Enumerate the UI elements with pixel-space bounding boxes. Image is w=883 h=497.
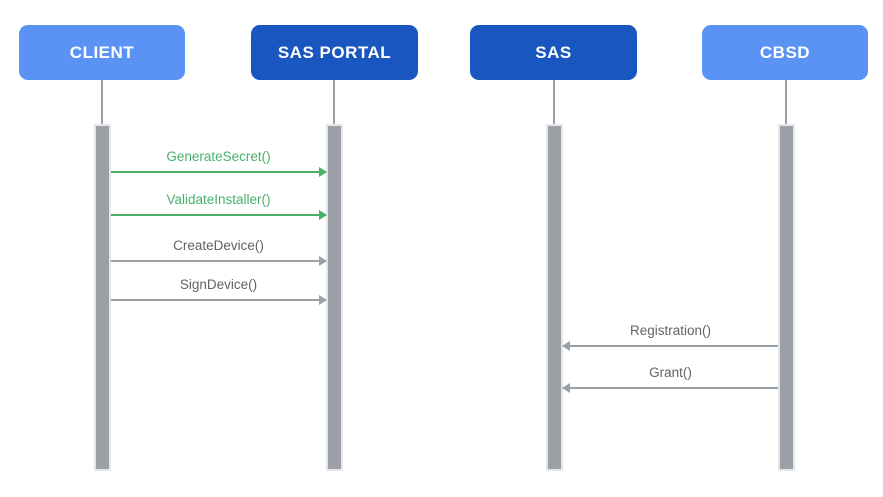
- lifeline-sas: [553, 80, 555, 124]
- message-line-validate-installer: [111, 214, 326, 216]
- lifeline-sas-portal: [333, 80, 335, 124]
- message-line-registration: [563, 345, 778, 347]
- participant-client[interactable]: CLIENT: [19, 25, 185, 80]
- participant-label-client: CLIENT: [69, 42, 135, 62]
- message-line-generate-secret: [111, 171, 326, 173]
- participant-label-sas-portal: SAS PORTAL: [277, 42, 392, 62]
- message-label-create-device: CreateDevice(): [173, 238, 264, 253]
- message-label-generate-secret: GenerateSecret(): [166, 149, 271, 164]
- activation-bar-sas-portal: [326, 124, 343, 471]
- participant-sas[interactable]: SAS: [470, 25, 637, 80]
- message-line-create-device: [111, 260, 326, 262]
- message-line-grant: [563, 387, 778, 389]
- participant-sas-portal[interactable]: SAS PORTAL: [251, 25, 418, 80]
- message-label-grant: Grant(): [649, 365, 692, 380]
- message-label-validate-installer: ValidateInstaller(): [166, 192, 271, 207]
- participant-cbsd[interactable]: CBSD: [702, 25, 868, 80]
- message-label-sign-device: SignDevice(): [179, 277, 258, 292]
- lifeline-cbsd: [785, 80, 787, 124]
- message-line-sign-device: [111, 299, 326, 301]
- arrowhead-icon-generate-secret: [319, 167, 327, 177]
- arrowhead-icon-registration: [562, 341, 570, 351]
- message-label-registration: Registration(): [629, 323, 712, 338]
- activation-bar-client: [94, 124, 111, 471]
- participant-label-cbsd: CBSD: [759, 42, 811, 62]
- arrowhead-icon-validate-installer: [319, 210, 327, 220]
- arrowhead-icon-create-device: [319, 256, 327, 266]
- participant-label-sas: SAS: [535, 42, 572, 62]
- activation-bar-sas: [546, 124, 563, 471]
- activation-bar-cbsd: [778, 124, 795, 471]
- arrowhead-icon-grant: [562, 383, 570, 393]
- arrowhead-icon-sign-device: [319, 295, 327, 305]
- lifeline-client: [101, 80, 103, 124]
